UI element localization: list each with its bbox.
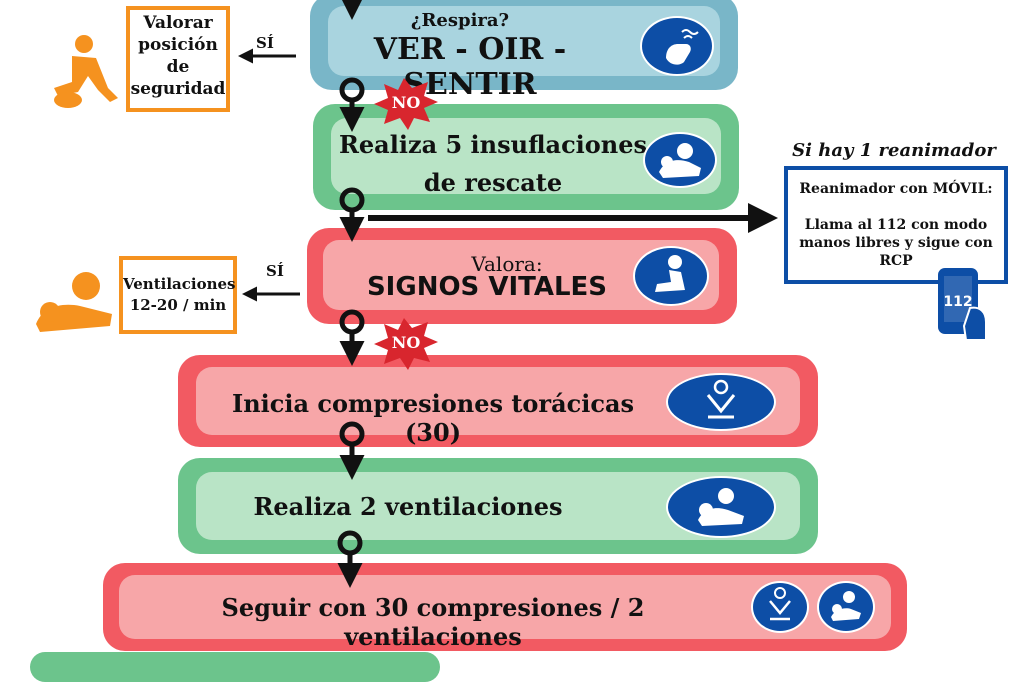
ventilation-rate-line-2: 12-20 / min	[129, 296, 227, 314]
chest-compressions-title: Inicia compresiones torácicas (30)	[231, 389, 635, 447]
flow-connectors	[238, 0, 778, 588]
recovery-line-1: Valorar	[143, 13, 213, 33]
ventilations-step: Realiza 2 ventilaciones	[178, 458, 818, 554]
connector-breath-to-rescue	[339, 77, 365, 132]
vital-signs-title: SIGNOS VITALES	[366, 272, 608, 302]
continue-ventilation-icon	[817, 581, 875, 633]
recovery-line-2: posición	[138, 35, 218, 55]
connector-rescue-to-vitals	[339, 187, 365, 242]
rescue-breaths-line1: Realiza 5 insuflaciones	[338, 130, 648, 159]
no-burst-1	[374, 78, 438, 130]
recovery-line-4: seguridad	[130, 79, 226, 99]
rescue-breaths-line2: de rescate	[423, 168, 563, 197]
breathing-check-icon	[640, 16, 714, 76]
vital-signs-icon	[633, 246, 709, 306]
ventilations-title: Realiza 2 ventilaciones	[253, 492, 563, 521]
connector-compressions-to-ventilations	[339, 421, 365, 480]
breathing-question: ¿Respira?	[410, 10, 510, 31]
continue-cycle-title: Seguir con 30 compresiones / 2 ventilaci…	[221, 593, 645, 651]
single-rescuer-heading: Si hay 1 reanimador	[792, 140, 996, 161]
no-label-2: NO	[391, 333, 421, 352]
connector-ventilations-to-continue	[337, 530, 363, 588]
ventilation-icon	[666, 476, 776, 538]
no-label-1: NO	[391, 93, 421, 112]
recovery-line-3: de	[166, 57, 190, 77]
continue-compression-icon	[751, 581, 809, 633]
chest-compressions-step: Inicia compresiones torácicas (30)	[178, 355, 818, 447]
vital-signs-question: Valora:	[471, 252, 543, 276]
ventilation-rate-box: Ventilaciones 12-20 / min	[119, 256, 237, 334]
yes-label-2: SÍ	[266, 262, 284, 280]
yes-label-1: SÍ	[256, 34, 274, 52]
rescue-breaths-step: Realiza 5 insuflaciones de rescate	[313, 104, 739, 210]
recovery-position-box: Valorar posición de seguridad	[126, 6, 230, 112]
mobile-phone-icon: 112	[936, 266, 994, 346]
ventilation-person-icon	[36, 272, 112, 332]
single-rescuer-box-title: Reanimador con MÓVIL:	[799, 181, 993, 197]
ventilation-rate-line-1: Ventilaciones	[123, 275, 236, 293]
chest-compression-icon	[666, 373, 776, 431]
no-burst-2	[374, 318, 438, 370]
single-rescuer-box: Reanimador con MÓVIL: Llama al 112 con m…	[784, 166, 1008, 284]
single-rescuer-box-text: Llama al 112 con modo manos libres y sig…	[799, 217, 993, 269]
vital-signs-step: Valora: SIGNOS VITALES	[307, 228, 737, 324]
recovery-position-icon	[54, 35, 118, 108]
connector-vitals-to-compressions	[339, 309, 365, 366]
continue-cycle-step: Seguir con 30 compresiones / 2 ventilaci…	[103, 563, 907, 651]
phone-number-label: 112	[943, 294, 973, 310]
rescue-breath-icon	[643, 132, 717, 188]
